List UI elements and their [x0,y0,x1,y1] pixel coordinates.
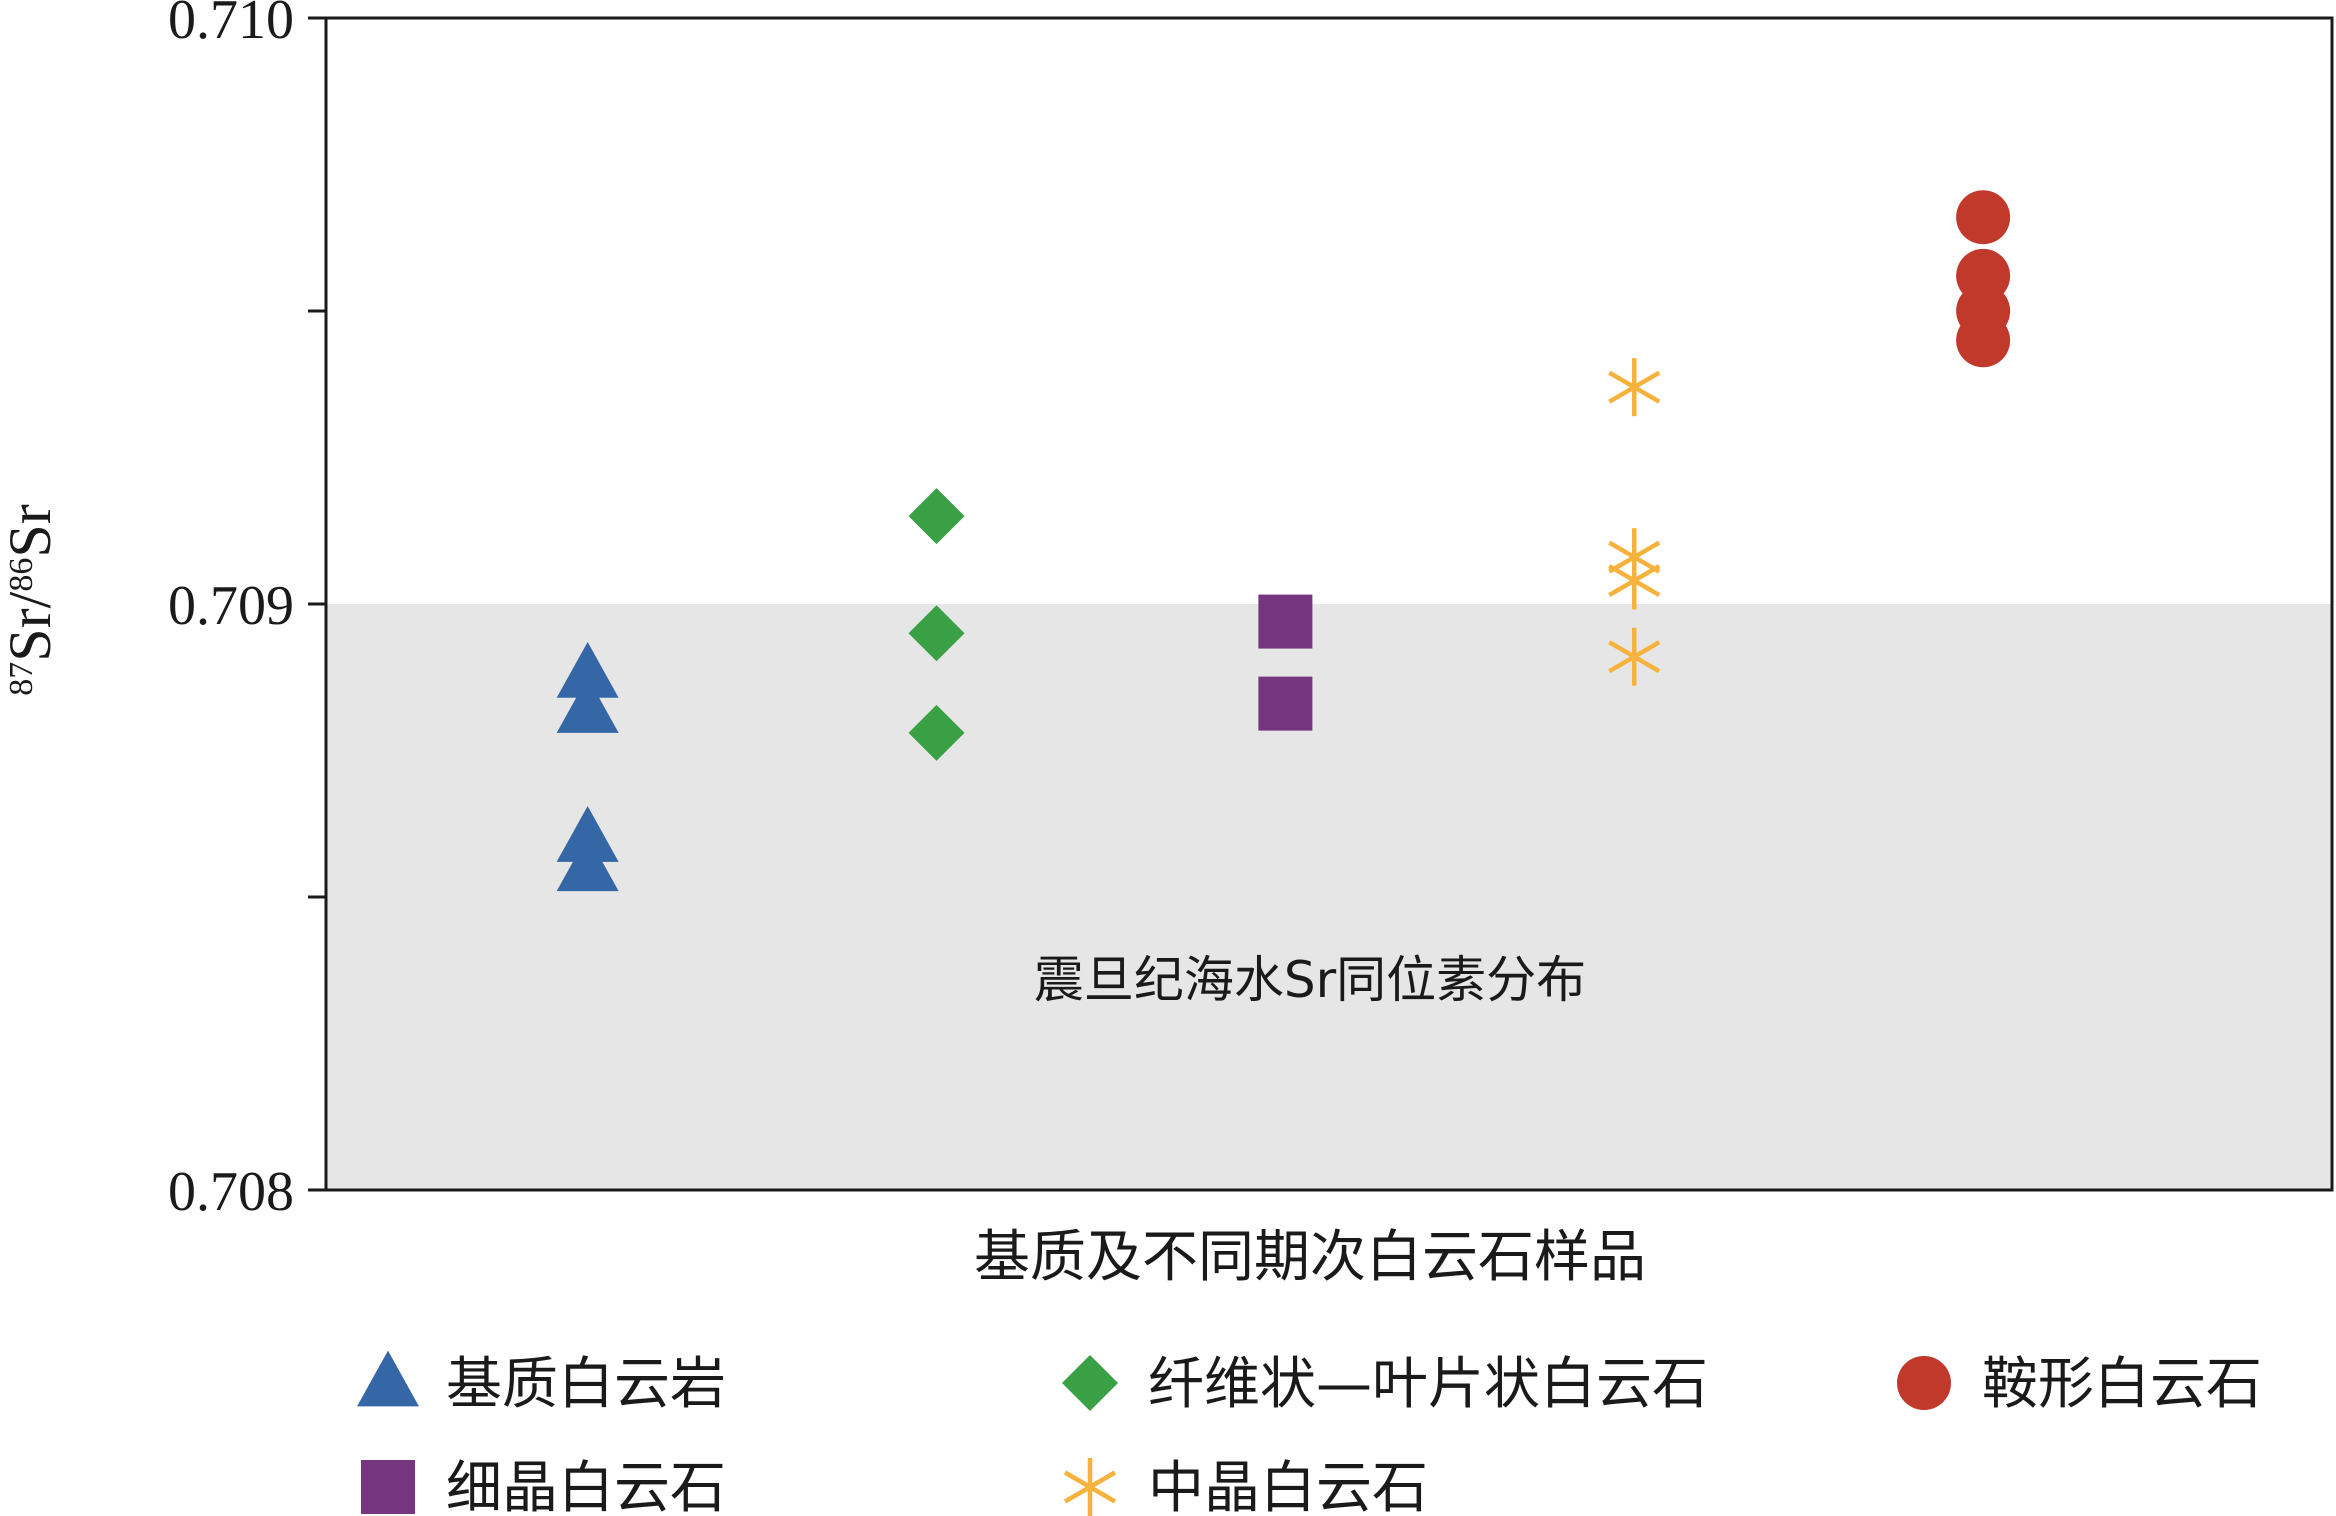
data-point [908,488,965,545]
y-label-element-a: Sr [0,608,63,661]
data-point [1258,594,1313,649]
data-point [1608,627,1661,686]
y-label-slash: / [0,591,63,608]
y-label-element-b: Sr [0,504,63,557]
data-point [556,835,619,892]
y-tick-label: 0.709 [168,575,294,637]
legend-label: 鞍形白云石 [1982,1352,2262,1417]
data-point [556,806,619,862]
data-point [908,605,965,662]
data-point [908,704,965,761]
data-points [556,190,2011,892]
data-point [1608,551,1661,610]
y-axis-label: 87Sr/86Sr [0,504,63,695]
legend-marker [1062,1355,1118,1411]
data-point [1608,358,1661,417]
y-label-mass-b: 86 [3,558,40,592]
legend-label: 中晶白云石 [1148,1456,1428,1516]
y-label-mass-a: 87 [3,662,40,696]
legend-marker [357,1350,419,1407]
data-point [556,677,619,733]
band-label: 震旦纪海水Sr同位素分布 [1034,951,1586,1009]
legend-label: 细晶白云石 [446,1456,726,1516]
legend-label: 纤维状—叶片状白云石 [1148,1352,1708,1417]
seawater-band [326,604,2332,1190]
seawater-band-layer [326,604,2332,1190]
legend-label: 基质白云岩 [446,1352,726,1417]
legend-marker [361,1460,415,1514]
axes: 0.708 0.709 0.710 [168,0,2334,1223]
data-point [556,641,619,698]
data-point [1956,313,2011,368]
legend-marker [1063,1458,1117,1516]
y-tick-label: 0.710 [168,0,294,51]
data-point [1258,676,1313,731]
legend-marker [1897,1356,1951,1410]
data-point [1956,190,2011,245]
y-tick-label: 0.708 [168,1161,294,1223]
x-axis-label: 基质及不同期次白云石样品 [974,1225,1646,1290]
